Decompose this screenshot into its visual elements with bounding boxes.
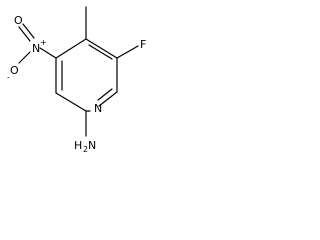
amine-subscript: 2 xyxy=(83,145,88,154)
atom-labels: F N H N 2 N + O O - xyxy=(7,14,146,154)
bond-c4-c5 xyxy=(85,38,118,59)
bond-c2-c3 xyxy=(55,92,87,112)
double-bond-c4-c5 xyxy=(88,44,113,60)
bond-nitro xyxy=(39,47,57,59)
ring-nitrogen-label: N xyxy=(94,102,102,115)
amine-h-label: H xyxy=(74,139,82,152)
nitro-o-top-label: O xyxy=(14,14,23,27)
nitro-n-label: N xyxy=(32,42,40,55)
ring-bonds xyxy=(55,38,118,112)
bond-nitro-o-top-a xyxy=(18,26,31,42)
amine-n-label: N xyxy=(88,139,96,152)
nitro-n-charge: + xyxy=(40,38,47,47)
nitro-o-charge: - xyxy=(7,73,10,82)
molecule-structure: F N H N 2 N + O O - xyxy=(7,6,146,154)
double-bond-c6-n1 xyxy=(97,88,113,101)
nitro-o-bottom-label: O xyxy=(10,64,19,77)
bond-nitro-o-top-b xyxy=(22,23,35,39)
fluorine-label: F xyxy=(140,38,146,51)
substituent-bonds xyxy=(18,6,139,137)
bond-fluorine xyxy=(116,45,139,59)
bond-nitro-o-bottom xyxy=(18,51,31,64)
bond-c6-n1 xyxy=(98,91,118,107)
bond-c4-c3top xyxy=(55,38,87,59)
